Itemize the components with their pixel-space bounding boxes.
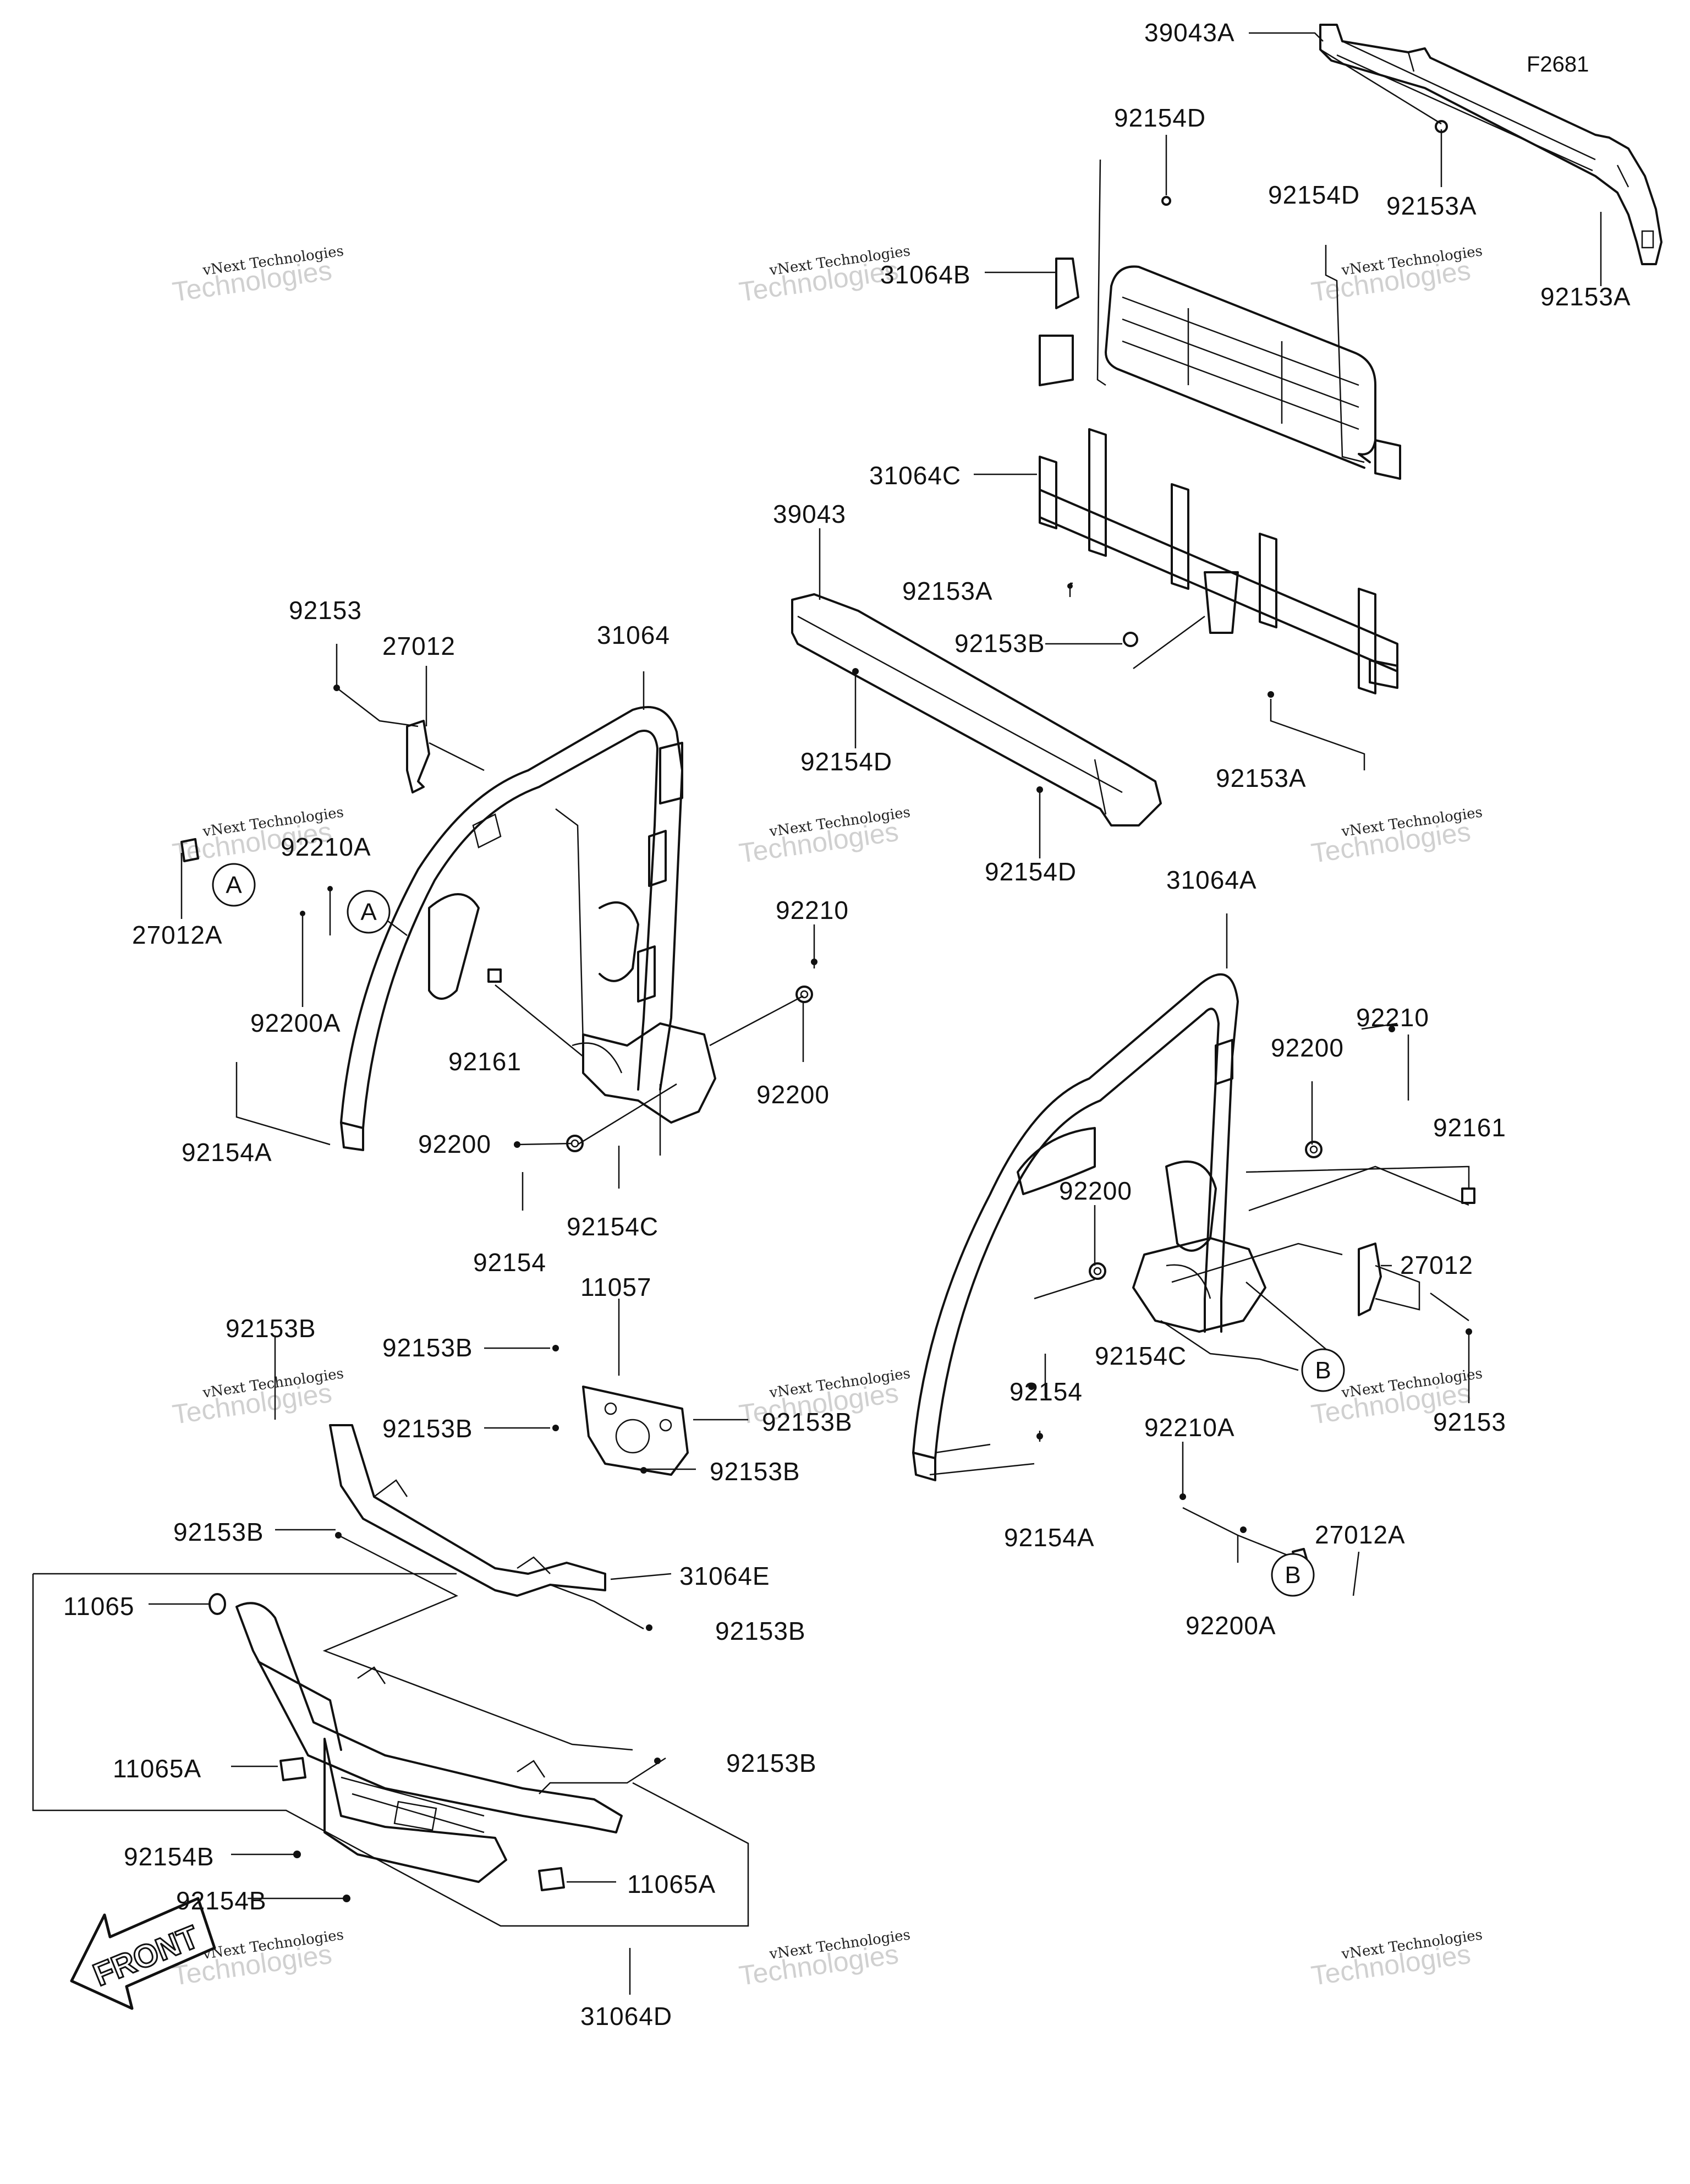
fastener-dots xyxy=(293,583,1472,1902)
part-31064D-drawing xyxy=(235,1602,623,1883)
part-31064B-drawing xyxy=(1039,258,1401,480)
label-27012A: 27012A xyxy=(132,921,223,949)
label-92210A: 92210A xyxy=(1144,1413,1235,1442)
label-92154D: 92154D xyxy=(985,857,1077,886)
label-31064E: 31064E xyxy=(679,1562,770,1590)
label-92153A: 92153A xyxy=(1540,282,1631,311)
part-31064C-drawing xyxy=(1039,428,1398,694)
label-92153A: 92153A xyxy=(1216,764,1307,792)
callout-a-text: A xyxy=(226,872,242,899)
front-arrow: FRONT xyxy=(70,1897,216,2010)
label-31064A: 31064A xyxy=(1166,866,1257,894)
label-92200: 92200 xyxy=(418,1130,491,1158)
label-92153B: 92153B xyxy=(382,1333,473,1362)
label-92153B: 92153B xyxy=(762,1408,853,1436)
part-31064E-drawing xyxy=(329,1424,606,1597)
label-92154B: 92154B xyxy=(176,1886,267,1915)
part-39043A-drawing xyxy=(1319,24,1662,265)
label-11065: 11065 xyxy=(63,1592,135,1621)
label-39043A: 39043A xyxy=(1144,18,1235,47)
small-hardware xyxy=(180,120,1475,1891)
callout-a-text: A xyxy=(360,899,377,926)
label-92153B: 92153B xyxy=(173,1518,264,1546)
leader-lines xyxy=(32,32,1602,1995)
label-92153B: 92153B xyxy=(715,1617,806,1645)
callout-b-text: B xyxy=(1285,1562,1301,1589)
label-92200A: 92200A xyxy=(1186,1611,1276,1640)
label-92200A: 92200A xyxy=(250,1009,341,1037)
label-92154A: 92154A xyxy=(182,1138,272,1167)
label-92154B: 92154B xyxy=(124,1842,215,1871)
label-27012: 27012 xyxy=(382,632,456,660)
label-92153B: 92153B xyxy=(226,1314,316,1343)
label-92200: 92200 xyxy=(756,1080,830,1109)
label-11065A: 11065A xyxy=(113,1754,201,1783)
callout-b-text: B xyxy=(1315,1357,1331,1384)
part-39043-drawing xyxy=(791,593,1162,826)
part-31064A-drawing xyxy=(912,973,1266,1481)
label-92154C: 92154C xyxy=(567,1212,659,1241)
label-92153B: 92153B xyxy=(382,1414,473,1443)
callout-b-upper: B xyxy=(1301,1348,1345,1392)
label-92154: 92154 xyxy=(1009,1377,1083,1406)
label-92154C: 92154C xyxy=(1095,1342,1187,1370)
label-92153A: 92153A xyxy=(1386,191,1477,220)
label-92153B: 92153B xyxy=(726,1749,817,1777)
label-92161: 92161 xyxy=(448,1047,522,1076)
part-labels: 39043A 92154D 92154D 92153A 92153A 31064… xyxy=(63,18,1631,2030)
label-92153: 92153 xyxy=(1433,1408,1506,1436)
label-92153B: 92153B xyxy=(954,629,1045,658)
label-92153B: 92153B xyxy=(710,1457,800,1486)
label-92154D: 92154D xyxy=(800,747,892,776)
part-11057-drawing xyxy=(582,1386,689,1476)
label-92154D: 92154D xyxy=(1114,103,1206,132)
label-92154D: 92154D xyxy=(1268,180,1360,209)
callout-b-lower: B xyxy=(1271,1553,1315,1597)
label-11065A: 11065A xyxy=(627,1870,716,1898)
label-27012A: 27012A xyxy=(1315,1520,1406,1549)
part-31064-drawing xyxy=(340,706,716,1151)
label-31064: 31064 xyxy=(597,621,670,649)
label-92210: 92210 xyxy=(776,896,849,924)
label-31064C: 31064C xyxy=(869,461,961,490)
callout-a-right: A xyxy=(347,890,391,934)
label-92210A: 92210A xyxy=(281,833,371,861)
label-92154A: 92154A xyxy=(1004,1523,1095,1552)
label-92153A: 92153A xyxy=(902,577,993,605)
part-27012-right-drawing xyxy=(1358,1242,1420,1316)
label-39043: 39043 xyxy=(773,500,846,528)
callout-a-left: A xyxy=(212,863,256,907)
label-92154: 92154 xyxy=(473,1248,546,1277)
label-27012: 27012 xyxy=(1400,1251,1473,1279)
label-11057: 11057 xyxy=(580,1273,652,1301)
label-92200: 92200 xyxy=(1271,1033,1344,1062)
label-92153: 92153 xyxy=(289,596,362,625)
label-92210: 92210 xyxy=(1356,1003,1429,1032)
figure-code: F2681 xyxy=(1527,52,1589,76)
label-92161: 92161 xyxy=(1433,1113,1506,1142)
label-31064B: 31064B xyxy=(880,260,971,289)
part-27012-left-drawing xyxy=(406,720,430,793)
label-31064D: 31064D xyxy=(580,2002,672,2030)
label-92200: 92200 xyxy=(1059,1176,1132,1205)
